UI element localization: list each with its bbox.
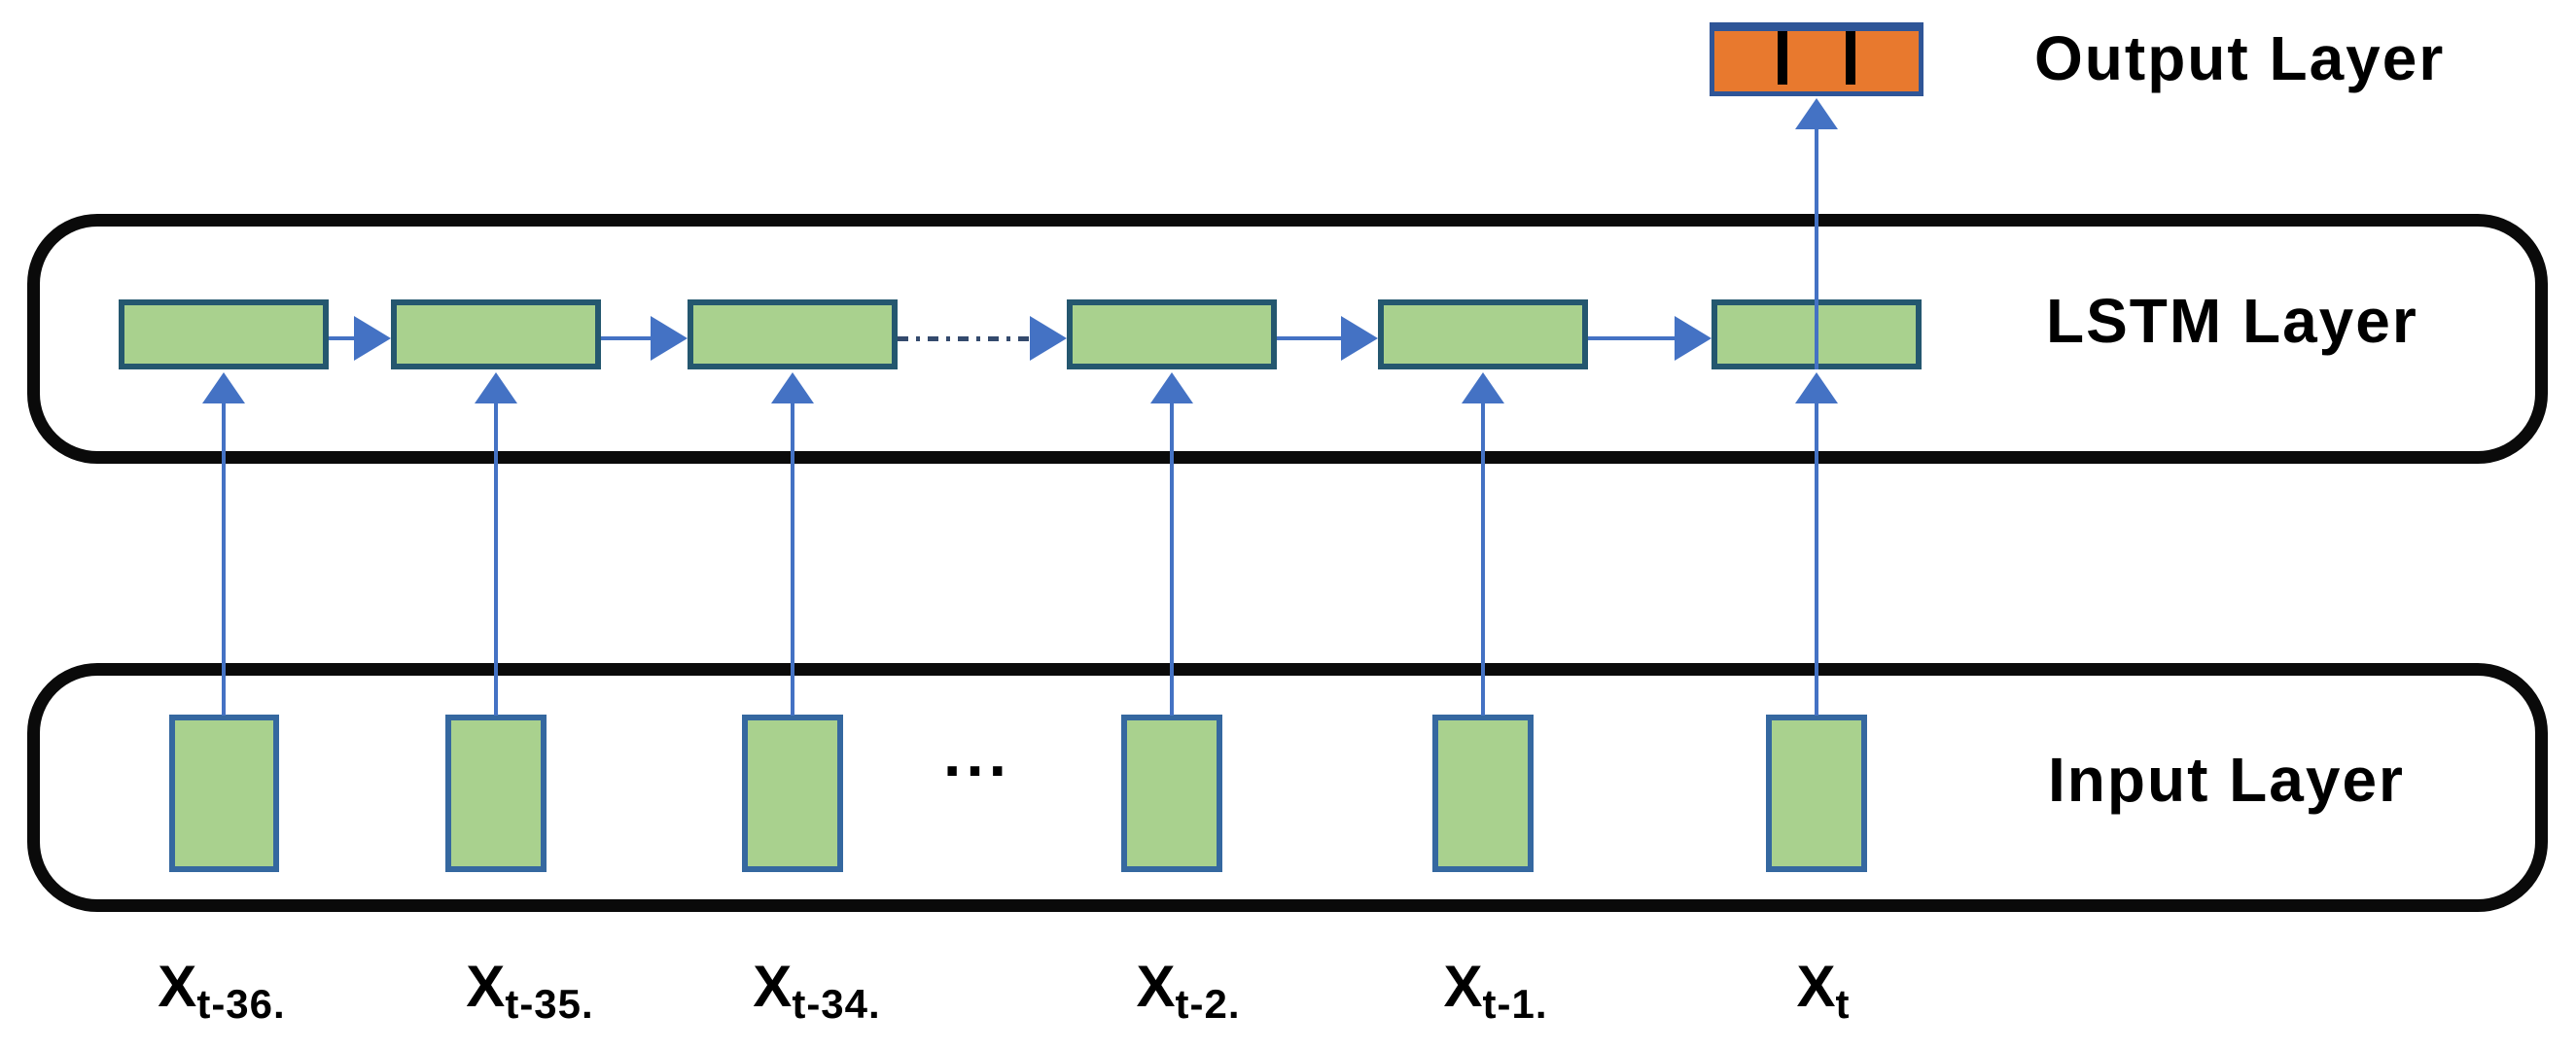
lstm-layer-title: LSTM Layer	[2046, 286, 2418, 356]
input-cell	[1766, 715, 1867, 872]
timestep-label: Xt-34.	[700, 958, 934, 1025]
arrow-up-icon	[1150, 372, 1193, 403]
timestep-label: Xt	[1707, 958, 1940, 1025]
output-layer-box	[1710, 22, 1923, 96]
lstm-cell	[1067, 299, 1277, 369]
input-to-lstm-arrow-line	[791, 399, 794, 716]
input-to-lstm-arrow-line	[1815, 399, 1818, 716]
timestep-base: X	[466, 954, 506, 1019]
lstm-cell	[1378, 299, 1588, 369]
arrow-right-icon	[651, 316, 688, 361]
arrow-up-icon	[1795, 372, 1838, 403]
input-cell	[445, 715, 547, 872]
timestep-base: X	[158, 954, 197, 1019]
timestep-subscript: t-1.	[1482, 981, 1548, 1027]
arrow-right-icon	[1030, 316, 1067, 361]
input-layer-container	[27, 663, 2548, 912]
arrow-up-icon	[771, 372, 814, 403]
input-layer-title: Input Layer	[2048, 745, 2405, 815]
arrow-up-icon	[202, 372, 245, 403]
input-cell	[1432, 715, 1534, 872]
input-to-lstm-arrow-line	[1170, 399, 1174, 716]
lstm-cell	[119, 299, 329, 369]
timestep-subscript: t-34.	[792, 981, 881, 1027]
input-cell	[1121, 715, 1222, 872]
output-box-divider	[1777, 31, 1787, 85]
timestep-base: X	[1796, 954, 1836, 1019]
timestep-base: X	[753, 954, 793, 1019]
lstm-cell	[391, 299, 601, 369]
timestep-label: Xt-36.	[105, 958, 338, 1025]
input-cell	[168, 715, 279, 872]
output-box-divider	[1845, 31, 1855, 85]
timestep-subscript: t-35.	[505, 981, 594, 1027]
lstm-connector-dashdot-line	[898, 336, 1034, 341]
input-cell	[742, 715, 843, 872]
input-to-lstm-arrow-line	[1481, 399, 1485, 716]
arrow-up-icon	[475, 372, 517, 403]
arrow-right-icon	[1675, 316, 1711, 361]
lstm-to-output-arrow-line	[1815, 122, 1818, 369]
output-layer-title: Output Layer	[2034, 23, 2446, 93]
input-to-lstm-arrow-line	[494, 399, 498, 716]
arrow-right-icon	[354, 316, 391, 361]
timestep-subscript: t-2.	[1175, 981, 1241, 1027]
input-ellipsis: ...	[942, 718, 1011, 789]
lstm-connector-line	[329, 336, 360, 340]
lstm-connector-line	[1277, 336, 1347, 340]
timestep-base: X	[1136, 954, 1176, 1019]
timestep-label: Xt-1.	[1379, 958, 1612, 1025]
timestep-label: Xt-35.	[413, 958, 647, 1025]
lstm-cell	[688, 299, 898, 369]
timestep-label: Xt-2.	[1072, 958, 1305, 1025]
timestep-subscript: t	[1835, 981, 1851, 1027]
arrow-right-icon	[1341, 316, 1378, 361]
timestep-base: X	[1443, 954, 1483, 1019]
lstm-connector-line	[601, 336, 656, 340]
arrow-up-icon	[1462, 372, 1504, 403]
lstm-connector-line	[1588, 336, 1680, 340]
input-to-lstm-arrow-line	[222, 399, 226, 716]
timestep-subscript: t-36.	[196, 981, 286, 1027]
lstm-layer-container	[27, 214, 2548, 464]
